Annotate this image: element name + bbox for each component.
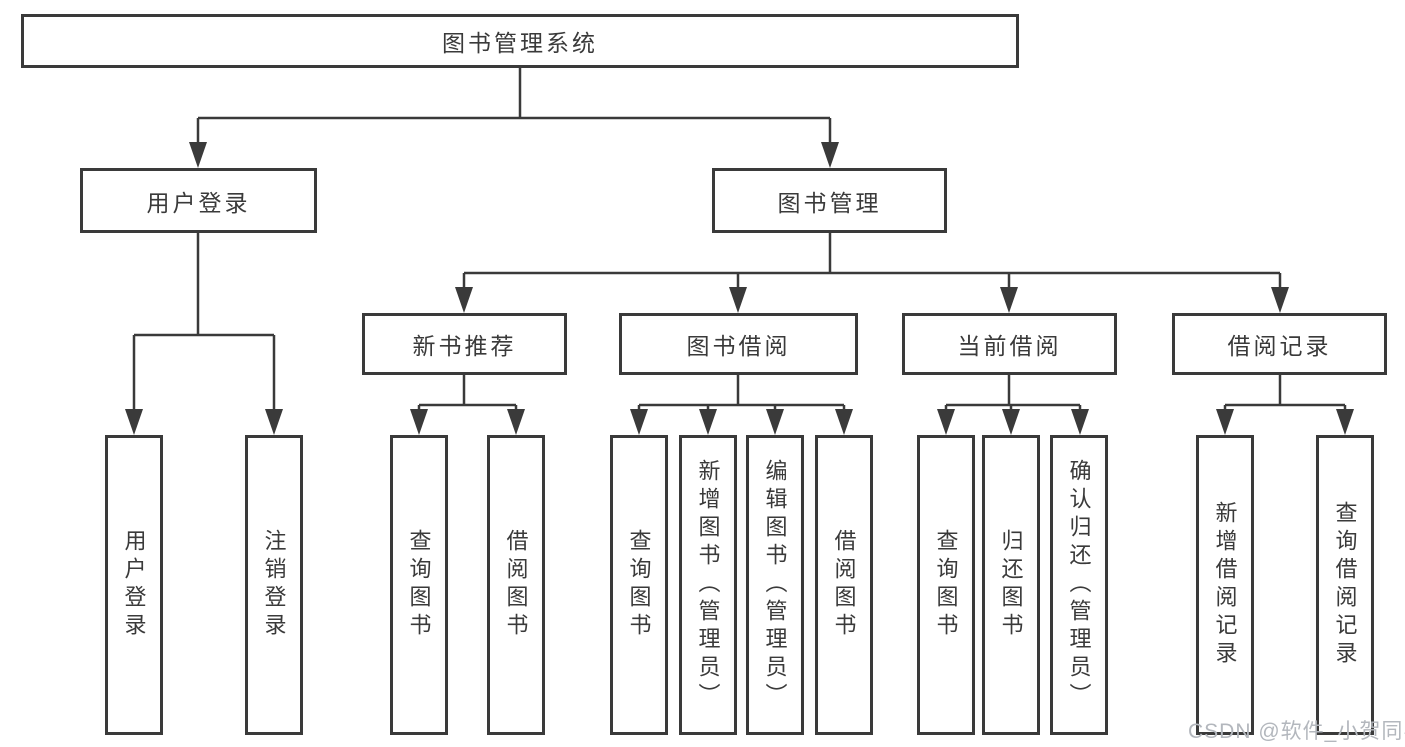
connector-book-borrow <box>637 375 846 412</box>
arrowhead <box>766 409 784 435</box>
node-borrowing-records: 借阅记录 <box>1172 313 1387 375</box>
arrowhead <box>1216 409 1234 435</box>
leaf-label: 查询借阅记录 <box>1332 501 1358 669</box>
leaf-borrow-books-2: 借阅图书 <box>815 435 873 735</box>
node-library-management-system: 图书管理系统 <box>21 14 1019 68</box>
arrowhead <box>1000 287 1018 313</box>
leaf-query-books-1: 查询图书 <box>390 435 448 735</box>
node-label: 图书管理系统 <box>442 30 598 56</box>
node-current-borrowing: 当前借阅 <box>902 313 1117 375</box>
arrowhead <box>125 409 143 435</box>
arrowhead <box>455 287 473 313</box>
node-label: 新书推荐 <box>412 333 517 359</box>
arrowhead <box>729 287 747 313</box>
leaf-label: 用户登录 <box>121 529 147 641</box>
leaf-label: 归还图书 <box>998 529 1024 641</box>
node-book-borrowing: 图书借阅 <box>619 313 858 375</box>
arrowhead <box>699 409 717 435</box>
connector-current-borrow <box>944 375 1082 412</box>
leaf-label: 编辑图书（管理员） <box>762 459 788 711</box>
leaf-label: 新增借阅记录 <box>1212 501 1238 669</box>
arrowhead <box>1071 409 1089 435</box>
arrowhead <box>630 409 648 435</box>
leaf-query-books-3: 查询图书 <box>917 435 975 735</box>
node-label: 用户登录 <box>146 189 251 216</box>
node-label: 图书管理 <box>777 189 882 216</box>
leaf-label: 确认归还（管理员） <box>1066 459 1092 711</box>
leaf-add-books-admin: 新增图书（管理员） <box>679 435 737 735</box>
arrowhead <box>937 409 955 435</box>
connector-borrow-records <box>1223 375 1347 412</box>
arrowhead <box>189 142 207 168</box>
arrowhead <box>835 409 853 435</box>
arrowhead <box>1002 409 1020 435</box>
leaf-label: 查询图书 <box>406 529 432 641</box>
csdn-watermark: CSDN @软件_小贺同学 <box>1188 720 1405 743</box>
leaf-label: 新增图书（管理员） <box>695 459 721 711</box>
connector-user-login <box>132 233 276 412</box>
node-new-book-recommend: 新书推荐 <box>362 313 567 375</box>
connector-book-mgmt <box>462 233 1282 291</box>
node-label: 借阅记录 <box>1227 333 1332 359</box>
node-book-management: 图书管理 <box>712 168 947 233</box>
arrowhead <box>1271 287 1289 313</box>
arrowhead <box>1336 409 1354 435</box>
connector-new-book <box>417 375 518 412</box>
leaf-label: 借阅图书 <box>503 529 529 641</box>
node-label: 图书借阅 <box>686 333 791 359</box>
leaf-return-books: 归还图书 <box>982 435 1040 735</box>
arrowhead <box>821 142 839 168</box>
connector-root <box>196 68 832 146</box>
leaf-query-borrow-record: 查询借阅记录 <box>1316 435 1374 735</box>
arrowhead <box>507 409 525 435</box>
leaf-label: 借阅图书 <box>831 529 857 641</box>
leaf-label: 注销登录 <box>261 529 287 641</box>
arrowhead <box>265 409 283 435</box>
leaf-add-borrow-record: 新增借阅记录 <box>1196 435 1254 735</box>
leaf-confirm-return-admin: 确认归还（管理员） <box>1050 435 1108 735</box>
node-user-login: 用户登录 <box>80 168 317 233</box>
leaf-label: 查询图书 <box>933 529 959 641</box>
leaf-logout: 注销登录 <box>245 435 303 735</box>
node-label: 当前借阅 <box>957 333 1062 359</box>
leaf-label: 查询图书 <box>626 529 652 641</box>
arrowhead <box>410 409 428 435</box>
leaf-edit-books-admin: 编辑图书（管理员） <box>746 435 804 735</box>
leaf-query-books-2: 查询图书 <box>610 435 668 735</box>
leaf-borrow-books-1: 借阅图书 <box>487 435 545 735</box>
leaf-user-login: 用户登录 <box>105 435 163 735</box>
